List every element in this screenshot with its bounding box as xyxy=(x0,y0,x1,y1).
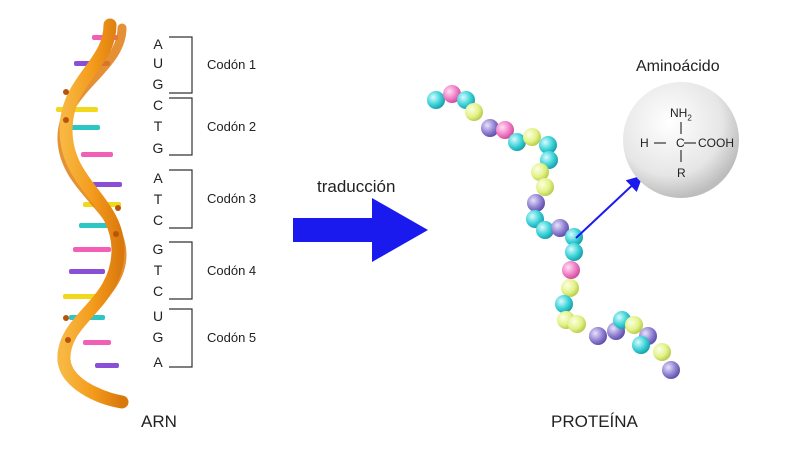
nucleotide-c: C xyxy=(152,97,164,113)
helix-dot xyxy=(63,89,69,95)
codon-label: Codón 4 xyxy=(207,262,257,278)
helix-dot xyxy=(115,205,121,211)
translation-arrow xyxy=(293,198,428,262)
nucleotide-g: G xyxy=(152,140,164,156)
codon-label: Codón 1 xyxy=(207,57,257,72)
amino-bead-yellow xyxy=(523,128,541,146)
amino-bead-cyan xyxy=(565,243,583,261)
helix-dot xyxy=(65,337,71,343)
amino-bead-pink xyxy=(496,121,514,139)
nucleotide-g: G xyxy=(152,76,164,92)
codon-bracket xyxy=(169,36,193,94)
amino-bead-purple xyxy=(481,119,499,137)
amino-bead-yellow xyxy=(465,103,483,121)
nucleotide-c: C xyxy=(152,212,164,228)
amino-bead-yellow xyxy=(653,343,671,361)
helix-dot xyxy=(63,315,69,321)
codon-bracket xyxy=(169,308,193,368)
nucleotide-a: A xyxy=(153,354,163,370)
amino-center-text: C xyxy=(676,136,685,150)
helix-backbone-front xyxy=(57,18,129,409)
protein-chain xyxy=(427,85,680,379)
codon-bracket xyxy=(169,169,193,229)
nucleotide-c: C xyxy=(152,283,164,299)
amino-top-group: NH2 xyxy=(670,106,692,122)
helix-dot xyxy=(113,231,119,237)
amino-left-text: H xyxy=(640,136,649,150)
nucleotide-g: G xyxy=(152,241,164,257)
helix-rung xyxy=(73,247,111,252)
amino-bead-pink xyxy=(562,261,580,279)
nucleotide-t: T xyxy=(153,262,163,278)
rna-helix xyxy=(56,18,129,409)
amino-top-subscript: 2 xyxy=(687,113,692,123)
amino-title: Aminoácido xyxy=(636,58,720,75)
amino-bead-yellow xyxy=(568,315,586,333)
nucleotide-u: U xyxy=(152,55,164,71)
codon-label: Codón 5 xyxy=(207,330,257,345)
helix-rung xyxy=(64,125,100,130)
nucleotide-u: U xyxy=(152,308,164,324)
amino-bead-cyan xyxy=(536,221,554,239)
amino-bead-purple xyxy=(551,219,569,237)
nucleotide-t: T xyxy=(153,191,163,207)
amino-bead-cyan xyxy=(632,336,650,354)
arrow-label: traducción xyxy=(317,177,396,196)
nucleotide-a: A xyxy=(153,36,163,52)
helix-dot xyxy=(63,117,69,123)
amino-bead-purple xyxy=(662,361,680,379)
amino-bottom-text: R xyxy=(677,166,686,180)
amino-bonds xyxy=(654,122,696,162)
helix-rung xyxy=(83,340,111,345)
amino-bead-yellow xyxy=(625,316,643,334)
nucleotide-a: A xyxy=(153,170,163,186)
amino-bead-cyan xyxy=(555,295,573,313)
codon-brackets xyxy=(169,36,193,368)
helix-rung xyxy=(69,269,105,274)
codon-bracket xyxy=(169,97,193,156)
amino-bead-cyan xyxy=(427,91,445,109)
codon-label: Codón 3 xyxy=(207,191,257,206)
amino-bead-yellow xyxy=(561,279,579,297)
nucleotide-t: T xyxy=(153,118,163,134)
helix-rung xyxy=(92,182,122,187)
amino-acid-sphere xyxy=(623,82,739,198)
amino-bead-cyan xyxy=(565,228,583,246)
amino-bead-purple xyxy=(589,327,607,345)
amino-bead-yellow xyxy=(536,178,554,196)
amino-pointer-line xyxy=(575,175,643,239)
amino-bead-pink xyxy=(443,85,461,103)
amino-bead-cyan xyxy=(539,136,557,154)
protein-label: PROTEÍNA xyxy=(551,412,638,431)
nucleotide-g: G xyxy=(152,329,164,345)
amino-bead-yellow xyxy=(531,163,549,181)
amino-bead-purple xyxy=(527,194,545,212)
rna-label: ARN xyxy=(141,412,177,431)
amino-bead-cyan xyxy=(508,133,526,151)
helix-rung xyxy=(95,363,119,368)
amino-right-text: COOH xyxy=(698,136,734,150)
amino-top-text: NH xyxy=(670,106,688,120)
codon-label: Codón 2 xyxy=(207,118,257,134)
helix-rung xyxy=(81,152,113,157)
codon-bracket xyxy=(169,241,193,300)
helix-dots xyxy=(63,89,121,343)
